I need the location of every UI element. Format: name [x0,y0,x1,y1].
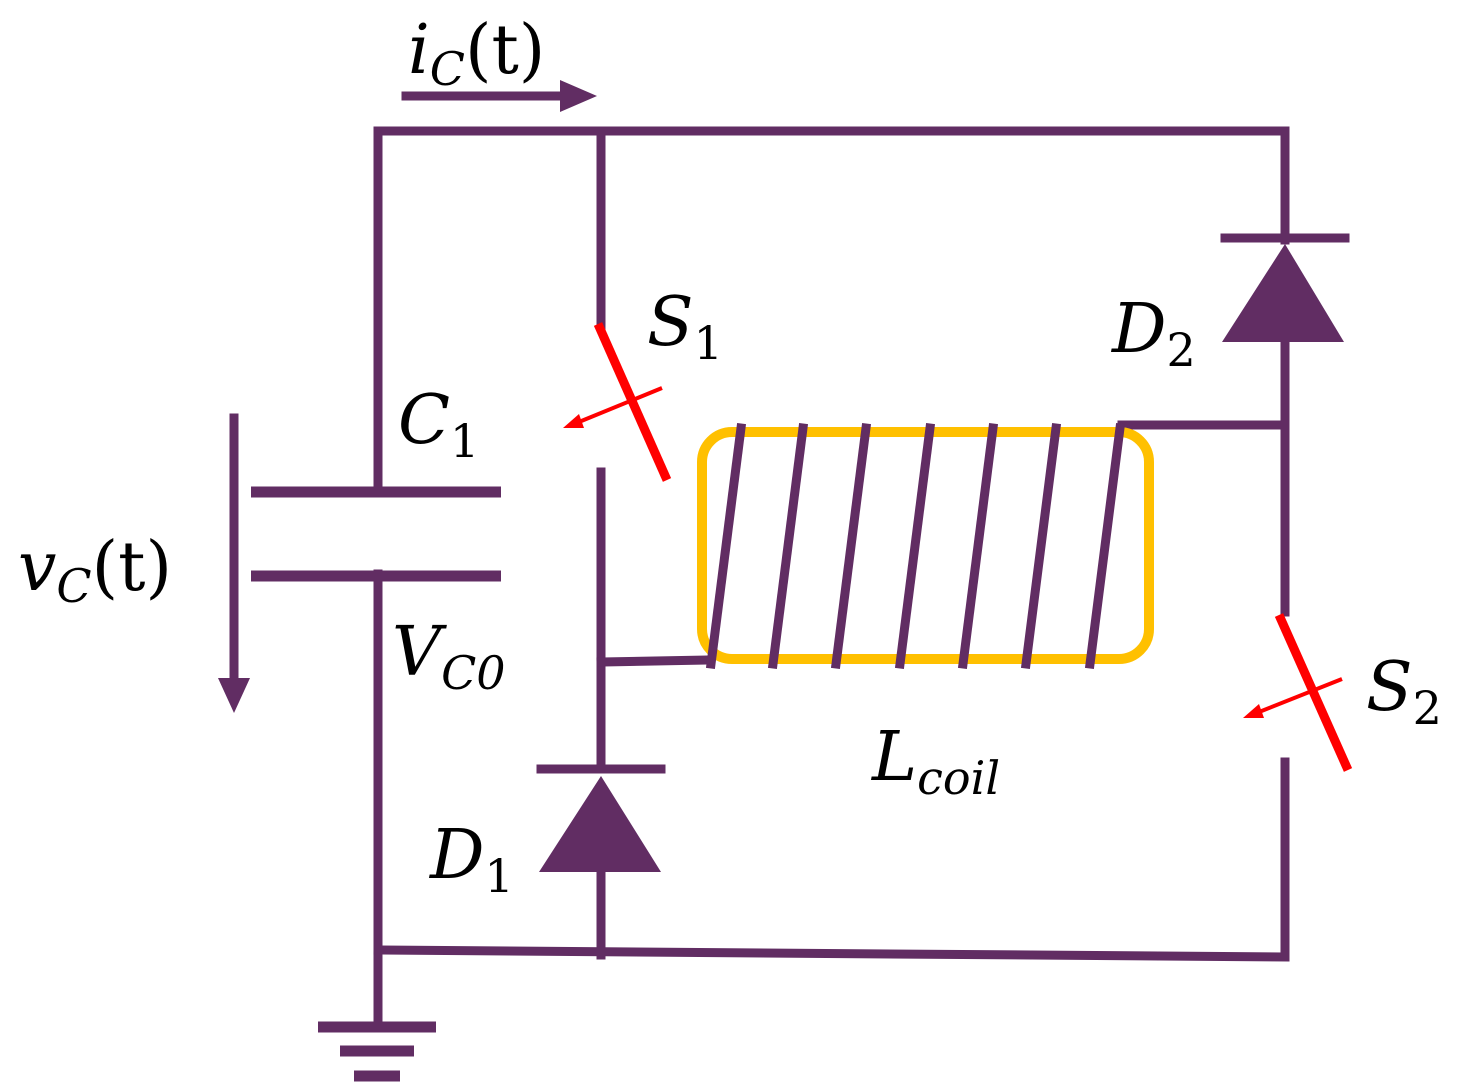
coil-icon [697,422,1154,670]
initial-voltage-label: VC0 [392,613,506,700]
current-arrow [401,80,597,112]
voltage-arrow [218,413,250,713]
switch-s1-label: S1 [647,283,723,370]
capacitor-label: C1 [398,381,479,468]
diode-d1-icon [536,764,666,872]
coil-label: Lcoil [870,718,1000,805]
switch-s1-icon[interactable] [563,322,672,482]
diode-d2-icon [1220,233,1350,342]
diode-d2-label: D2 [1110,290,1196,377]
current-label: iC(t) [408,11,545,96]
diode-d1-label: D1 [428,816,514,903]
ground-icon [318,1021,436,1082]
capacitor-icon [251,486,501,582]
switch-s2-icon[interactable] [1243,613,1353,772]
voltage-label: vC(t) [18,528,172,613]
switch-s2-label: S2 [1366,648,1442,735]
